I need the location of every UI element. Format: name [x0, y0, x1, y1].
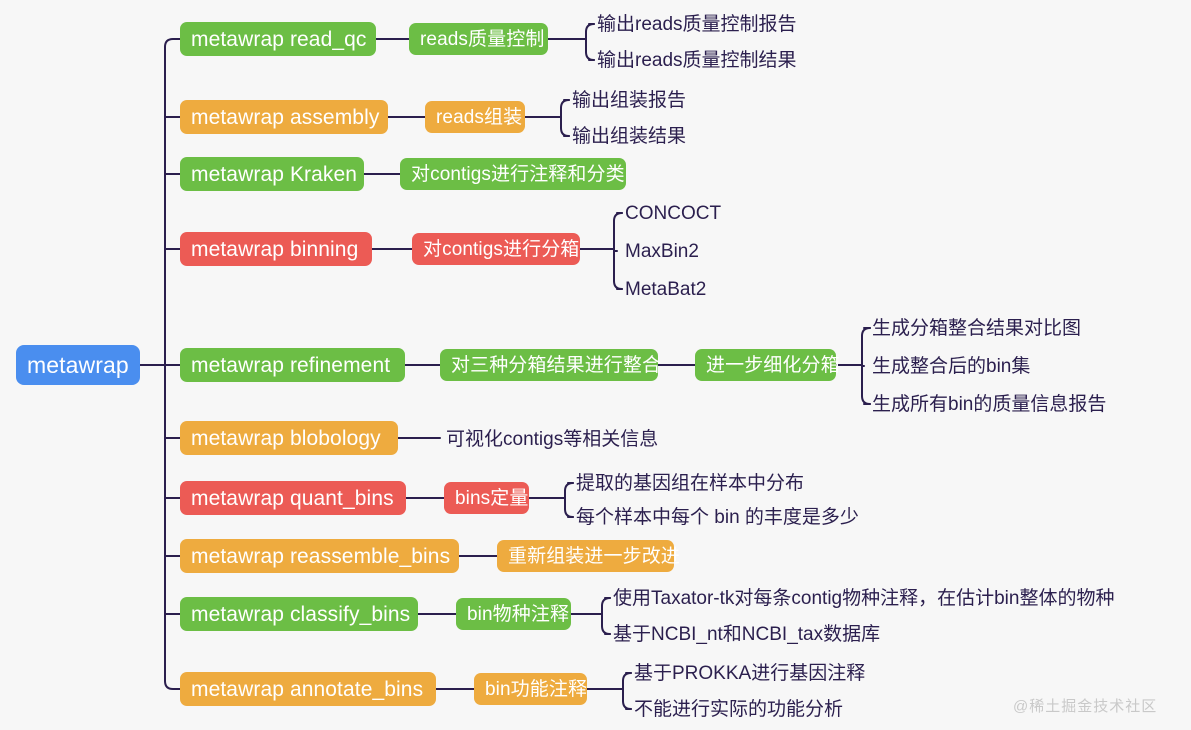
leaf-refinement-1: 生成整合后的bin集	[872, 355, 1031, 377]
leaf-read-qc-0: 输出reads质量控制报告	[597, 13, 797, 35]
leaf-annotate-bins-0: 基于PROKKA进行基因注释	[634, 662, 866, 684]
desc-node-binning[interactable]: 对contigs进行分箱	[412, 233, 580, 265]
module-node-blobology[interactable]: metawrap blobology	[180, 421, 398, 455]
leaf-classify-bins-0: 使用Taxator-tk对每条contig物种注释，在估计bin整体的物种	[613, 587, 1115, 609]
desc2-node-refinement[interactable]: 进一步细化分箱	[695, 349, 840, 381]
leaf-quant-bins-1: 每个样本中每个 bin 的丰度是多少	[576, 506, 859, 528]
desc-node-reassemble-bins[interactable]: 重新组装进一步改进	[497, 540, 680, 572]
desc-node-assembly[interactable]: reads组装	[425, 101, 525, 133]
module-node-classify-bins[interactable]: metawrap classify_bins	[180, 597, 418, 631]
leaf-classify-bins-1: 基于NCBI_nt和NCBI_tax数据库	[613, 623, 881, 645]
leaf-refinement-2: 生成所有bin的质量信息报告	[872, 393, 1107, 415]
leaf-read-qc-1: 输出reads质量控制结果	[597, 49, 797, 71]
root-node[interactable]: metawrap	[16, 345, 140, 385]
leaf-binning-0: CONCOCT	[625, 202, 722, 224]
module-node-assembly[interactable]: metawrap assembly	[180, 100, 388, 134]
module-node-refinement[interactable]: metawrap refinement	[180, 348, 405, 382]
leaf-blobology-0: 可视化contigs等相关信息	[446, 428, 659, 450]
desc-node-annotate-bins[interactable]: bin功能注释	[474, 673, 587, 705]
leaf-binning-2: MetaBat2	[625, 278, 707, 300]
desc-node-classify-bins[interactable]: bin物种注释	[456, 598, 571, 630]
desc-node-refinement[interactable]: 对三种分箱结果进行整合	[440, 349, 661, 381]
module-node-reassemble-bins[interactable]: metawrap reassemble_bins	[180, 539, 459, 573]
leaf-binning-1: MaxBin2	[625, 240, 699, 262]
leaf-assembly-0: 输出组装报告	[572, 89, 687, 111]
leaf-quant-bins-0: 提取的基因组在样本中分布	[576, 472, 805, 494]
module-node-quant-bins[interactable]: metawrap quant_bins	[180, 481, 406, 515]
leaf-refinement-0: 生成分箱整合结果对比图	[872, 317, 1082, 339]
leaf-annotate-bins-1: 不能进行实际的功能分析	[634, 698, 844, 720]
module-node-binning[interactable]: metawrap binning	[180, 232, 372, 266]
leaf-assembly-1: 输出组装结果	[572, 125, 687, 147]
desc-node-kraken[interactable]: 对contigs进行注释和分类	[400, 158, 626, 190]
module-node-read-qc[interactable]: metawrap read_qc	[180, 22, 376, 56]
desc-node-quant-bins[interactable]: bins定量	[444, 482, 529, 514]
module-node-annotate-bins[interactable]: metawrap annotate_bins	[180, 672, 436, 706]
desc-node-read-qc[interactable]: reads质量控制	[409, 23, 548, 55]
module-node-kraken[interactable]: metawrap Kraken	[180, 157, 364, 191]
watermark-label: @稀土掘金技术社区	[1013, 698, 1158, 715]
